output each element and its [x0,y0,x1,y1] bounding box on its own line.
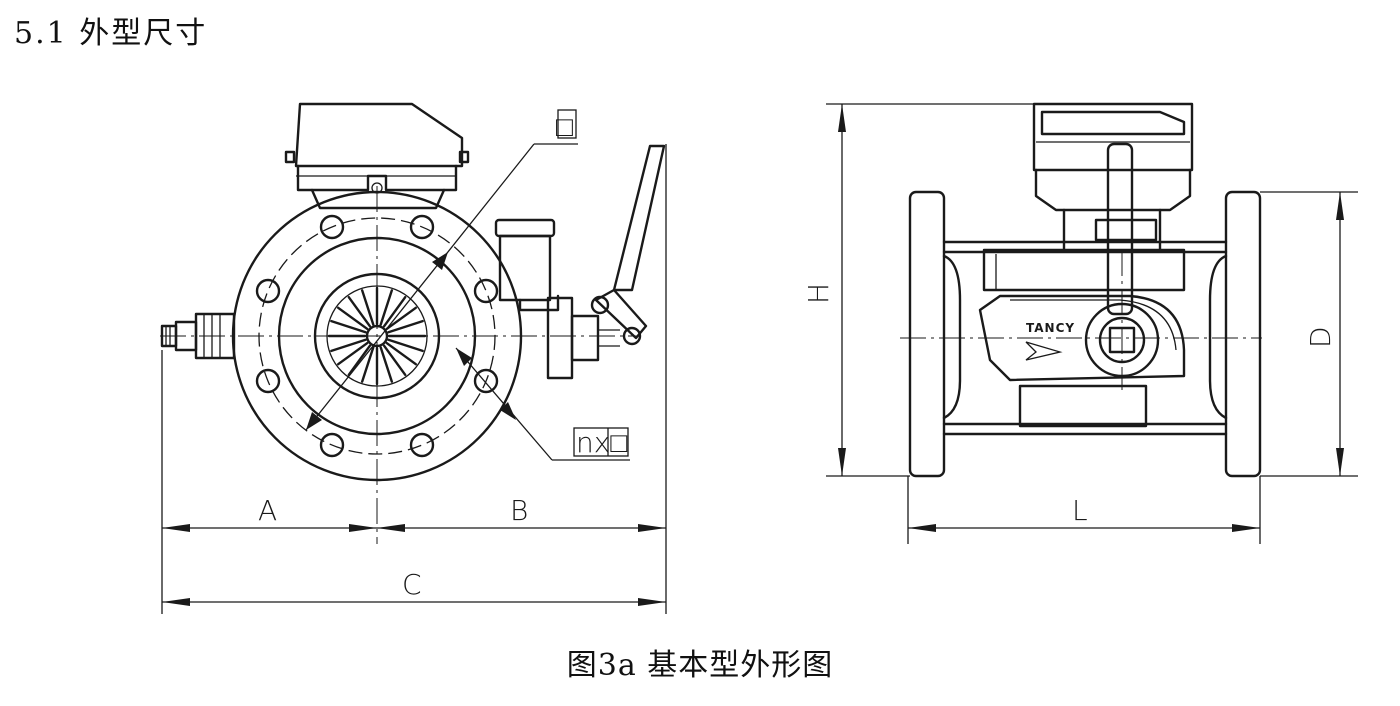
side-dimensions [826,103,1358,544]
pipe-body [942,240,1228,436]
holes-callout [455,347,630,461]
straightener-vane [387,338,424,353]
diameter-callout [305,143,578,431]
dim-label-a: A [258,494,277,527]
holes-label: nx□ [576,426,627,459]
diameter-label: □ [556,110,573,143]
section-title: 5.1 外型尺寸 [14,16,208,51]
dim-label-l: L [1072,494,1088,527]
diameter-label-box [557,109,577,139]
front-dimensions [161,144,667,614]
front-display-head [284,102,470,210]
side-view: TANCY [826,102,1358,544]
straightener-vane [382,295,407,328]
straightener-vane [387,319,424,334]
dim-label-h: H [802,283,835,304]
straightener-vane [385,306,418,331]
straightener-vane [379,289,394,326]
straightener-vane [336,341,369,366]
straightener-vane [347,295,372,328]
side-display-head [1032,102,1194,252]
holes-label-box [573,427,629,457]
straightener-vane [336,306,369,331]
brand-label: TANCY [1026,321,1075,335]
straightener-vane [347,344,372,377]
straightener-vane [330,319,367,334]
side-port [494,218,620,380]
dim-label-b: B [510,494,528,527]
front-view [160,102,667,614]
bolt-holes [255,214,499,458]
straightener-vane [360,346,375,383]
straightener-vane [382,344,407,377]
valve-handle [590,144,666,346]
straightener-vane [379,346,394,383]
straightener-vane [360,289,375,326]
straightener-vane [330,338,367,353]
straightener-vane [385,341,418,366]
side-flanges [908,190,1262,478]
figure-caption: 图3a 基本型外形图 [566,648,834,683]
dim-label-d: D [1304,326,1337,348]
dim-label-c: C [402,568,422,601]
